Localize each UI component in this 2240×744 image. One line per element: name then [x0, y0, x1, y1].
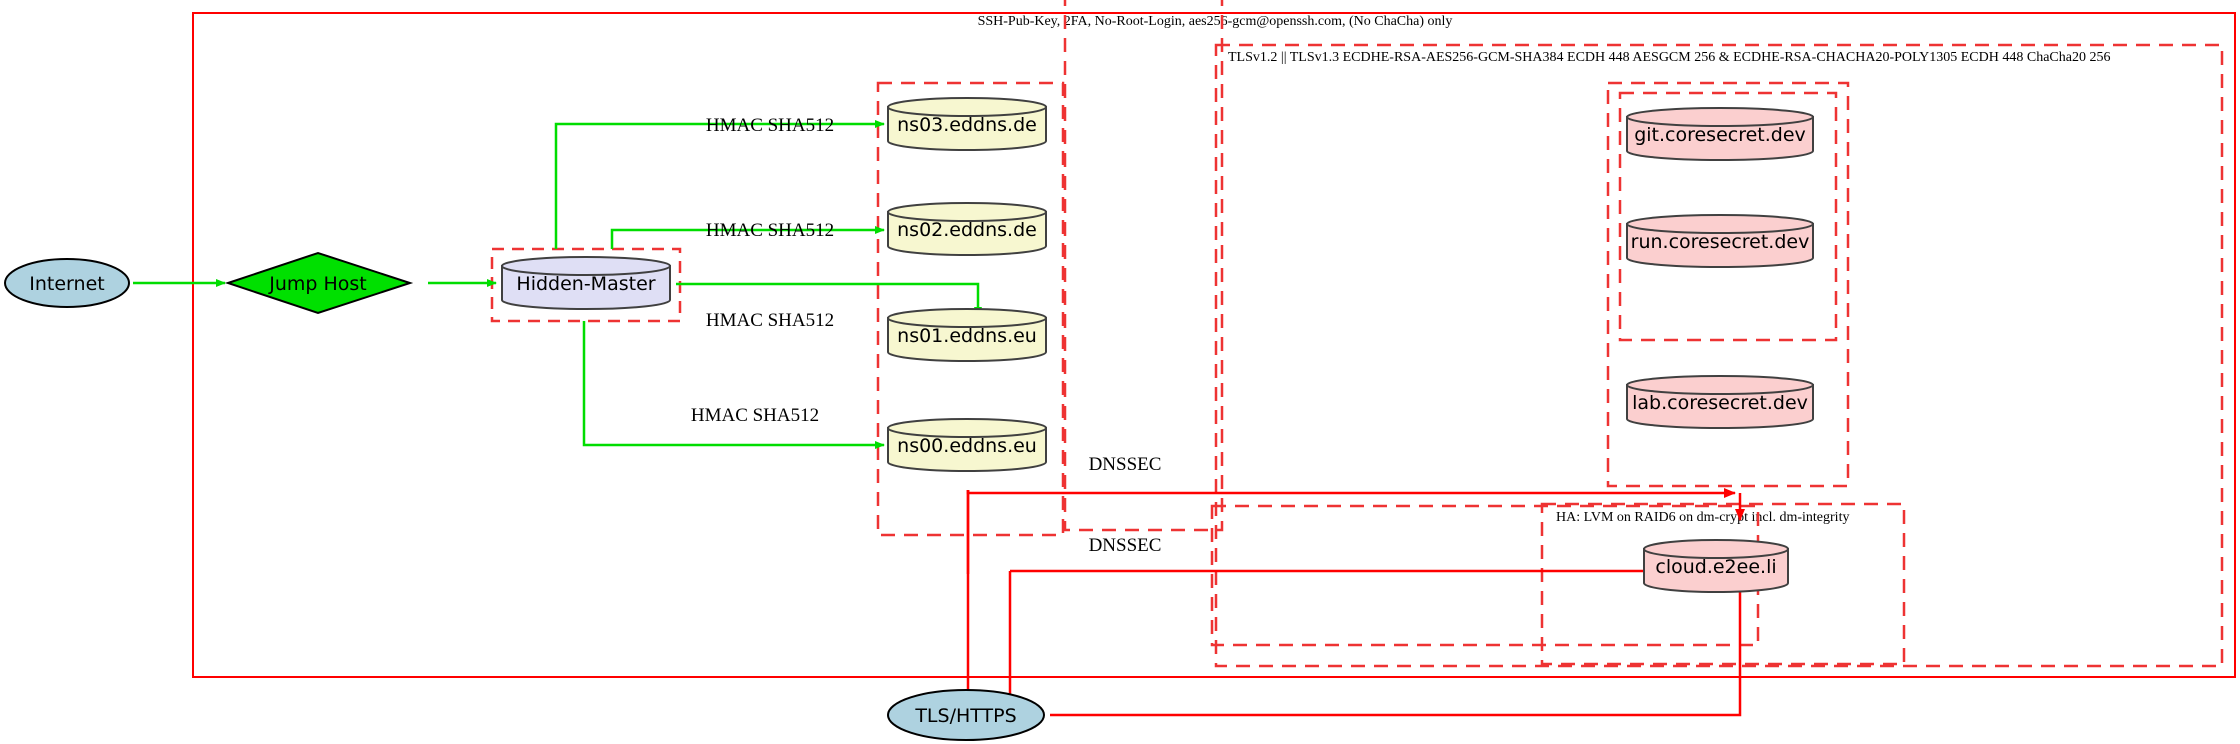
ns03-label: ns03.eddns.de: [897, 114, 1037, 136]
ha-cluster-label: HA: LVM on RAID6 on dm-crypt incl. dm-in…: [1556, 510, 1849, 525]
dns-cluster-box: [876, 81, 1065, 537]
coresecret-outer-cluster-box: [1606, 81, 1850, 488]
edge-tlshttps-to-ha: [1050, 587, 1742, 717]
internet-ellipse: [4, 258, 130, 308]
ns02-cylinder-top: [887, 202, 1047, 222]
run-cylinder-top: [1626, 214, 1814, 234]
internet-label: Internet: [29, 273, 104, 295]
node-ns00[interactable]: ns00.eddns.eu: [887, 418, 1047, 472]
node-cloud-e2ee[interactable]: cloud.e2ee.li: [1643, 539, 1789, 593]
node-ns02[interactable]: ns02.eddns.de: [887, 202, 1047, 256]
edge-label-hmac-ns03: HMAC SHA512: [706, 115, 834, 136]
ns01-cylinder-top: [887, 308, 1047, 328]
lab-label: lab.coresecret.dev: [1632, 392, 1808, 414]
ns03-cylinder-top: [887, 97, 1047, 117]
hidden-master-cylinder-top: [501, 256, 671, 276]
cloud-cylinder-body: [1643, 548, 1789, 593]
cloud-label: cloud.e2ee.li: [1655, 556, 1776, 578]
tls-cluster-label: TLSv1.2 || TLSv1.3 ECDHE-RSA-AES256-GCM-…: [1228, 50, 2110, 65]
ns02-cylinder-body: [887, 211, 1047, 256]
edge-label-hmac-ns02: HMAC SHA512: [706, 220, 834, 241]
jump-host-label: Jump Host: [268, 273, 367, 295]
lab-cylinder-body: [1626, 384, 1814, 429]
node-run-coresecret[interactable]: run.coresecret.dev: [1626, 214, 1814, 268]
cloud-cylinder-top: [1643, 539, 1789, 559]
edge-hiddenmaster-to-ns01: [676, 282, 982, 317]
edge-label-dnssec-upper: DNSSEC: [1089, 454, 1162, 475]
dnssec-upper-dashed-box: [1063, 0, 1224, 532]
node-internet[interactable]: Internet: [4, 258, 130, 308]
tls-https-label: TLS/HTTPS: [914, 705, 1016, 727]
node-jump-host[interactable]: Jump Host: [224, 251, 414, 315]
edge-label-dnssec-lower: DNSSEC: [1089, 535, 1162, 556]
node-git-coresecret[interactable]: git.coresecret.dev: [1626, 107, 1814, 161]
node-lab-coresecret[interactable]: lab.coresecret.dev: [1626, 375, 1814, 429]
dnssec-lower-dashed-box: [1210, 504, 1760, 647]
ns02-label: ns02.eddns.de: [897, 219, 1037, 241]
node-ns03[interactable]: ns03.eddns.de: [887, 97, 1047, 151]
edge-dnssec-upper: [966, 488, 1736, 498]
ns01-label: ns01.eddns.eu: [897, 325, 1037, 347]
ns00-cylinder-body: [887, 427, 1047, 472]
ha-cluster-box: [1540, 502, 1906, 666]
lab-cylinder-top: [1626, 375, 1814, 395]
git-cylinder-body: [1626, 116, 1814, 161]
edge-hiddenmaster-to-ns02: [610, 226, 885, 249]
hidden-master-cylinder-body: [501, 265, 671, 310]
node-tls-https[interactable]: TLS/HTTPS: [887, 689, 1045, 741]
node-hidden-master[interactable]: Hidden-Master: [501, 256, 671, 310]
hidden-master-label: Hidden-Master: [516, 273, 655, 295]
run-cylinder-body: [1626, 223, 1814, 268]
edge-label-hmac-ns01: HMAC SHA512: [706, 310, 834, 331]
edge-label-hmac-ns00: HMAC SHA512: [691, 405, 819, 426]
git-cylinder-top: [1626, 107, 1814, 127]
edge-hiddenmaster-to-ns00: [582, 321, 885, 449]
tls-cluster-box: [1214, 43, 2224, 668]
ns00-cylinder-top: [887, 418, 1047, 438]
node-ns01[interactable]: ns01.eddns.eu: [887, 308, 1047, 362]
ns00-label: ns00.eddns.eu: [897, 435, 1037, 457]
git-label: git.coresecret.dev: [1634, 124, 1806, 146]
tls-https-ellipse: [887, 689, 1045, 741]
edge-hiddenmaster-to-ns03: [554, 120, 885, 249]
ns01-cylinder-body: [887, 317, 1047, 362]
run-label: run.coresecret.dev: [1631, 231, 1810, 253]
ns03-cylinder-body: [887, 106, 1047, 151]
ssh-boundary-box: [192, 12, 2236, 678]
ssh-boundary-label: SSH-Pub-Key, 2FA, No-Root-Login, aes256-…: [978, 14, 1453, 29]
jump-host-diamond: [224, 251, 414, 315]
